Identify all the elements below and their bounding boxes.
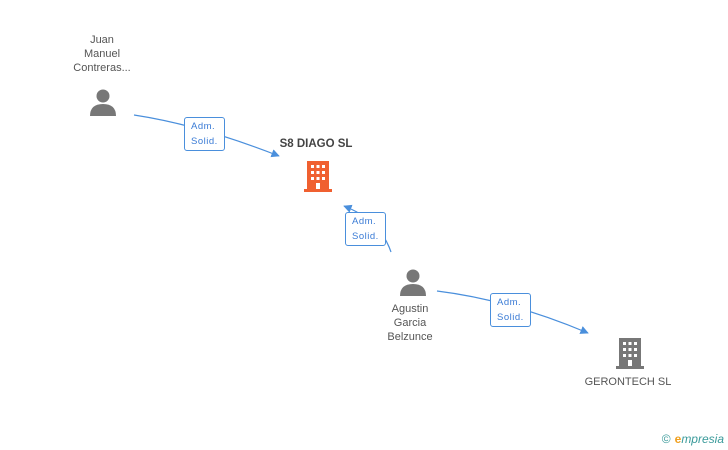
node-agustin-label-line: Belzunce (387, 331, 433, 343)
edge-label-agustin-s8diago[interactable]: Adm. Solid. (345, 212, 386, 246)
edge-label-agustin-gerontech[interactable]: Adm. Solid. (490, 293, 531, 327)
edge-label-line: Adm. (497, 297, 522, 308)
edge-label-line: Adm. (191, 121, 216, 132)
edge-label-line: Solid. (352, 231, 379, 242)
node-gerontech-label: GERONTECH SL (584, 376, 672, 388)
node-juan-label-line: Manuel (83, 48, 121, 60)
node-agustin-label: Agustin Garcia Belzunce (366, 302, 454, 344)
edge-label-line: Adm. (352, 216, 377, 227)
person-icon (400, 269, 426, 296)
node-juan-label-line: Contreras... (73, 62, 131, 74)
edge-label-line: Solid. (191, 136, 218, 147)
empresia-credit[interactable]: ©empresia (662, 432, 724, 446)
copyright-symbol: © (661, 432, 671, 446)
node-juan-label-line: Juan (90, 34, 114, 46)
edge-label-line: Solid. (497, 312, 524, 323)
building-icon (304, 161, 332, 192)
node-juan-label: Juan Manuel Contreras... (58, 33, 146, 75)
person-icon (90, 89, 116, 116)
empresia-logo-initial: e (674, 432, 682, 446)
node-agustin-label-line: Garcia (393, 317, 427, 329)
node-s8diago-label: S8 DIAGO SL (279, 138, 353, 150)
building-icon (616, 338, 644, 369)
node-agustin-label-line: Agustin (391, 303, 429, 315)
empresia-logo-text: mpresia (681, 432, 724, 446)
edge-label-juan-s8diago[interactable]: Adm. Solid. (184, 117, 225, 151)
